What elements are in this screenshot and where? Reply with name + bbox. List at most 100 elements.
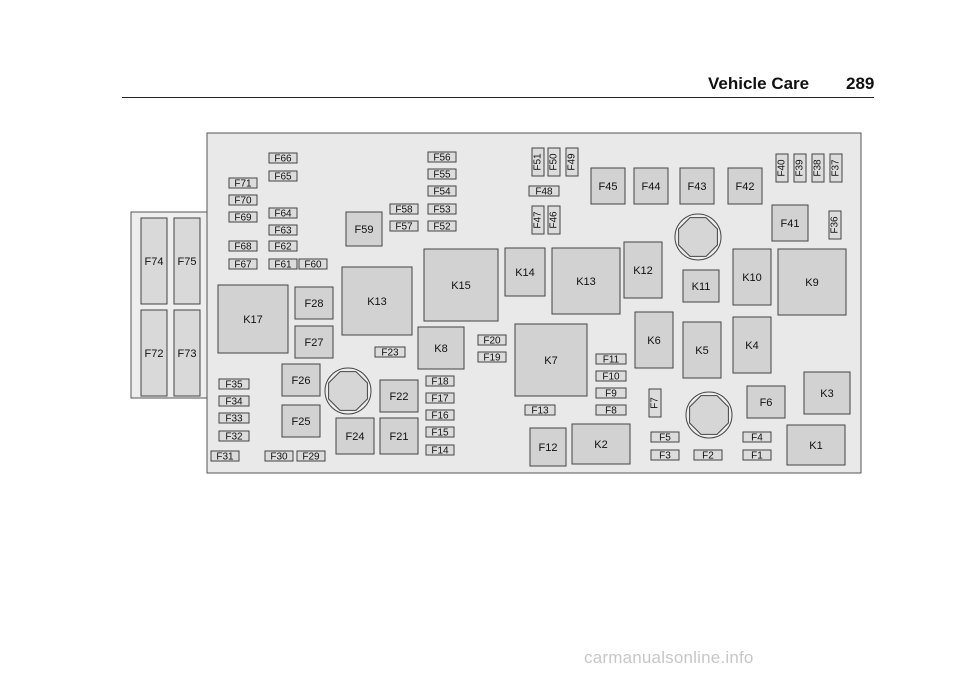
fuse-label: F14 [431,446,449,457]
fuse-f55: F55 [427,168,457,181]
footer-watermark: carmanualsonline.info [584,648,754,667]
relay-k8: K8 [417,326,465,370]
fuse-label: F43 [688,181,707,193]
relay-k13: K13 [341,266,413,336]
fuse-f36: F36 [828,210,842,240]
relay-k9: K9 [777,248,847,316]
fuse-f11: F11 [595,353,627,366]
fuse-f17: F17 [425,392,455,405]
fuse-f23: F23 [374,346,406,359]
relay-k13: K13 [551,247,621,315]
fuse-f34: F34 [218,395,250,408]
fuse-label: F12 [539,442,558,454]
fuse-f8: F8 [595,404,627,417]
relay-label: K4 [745,340,758,352]
fuse-f15: F15 [425,426,455,439]
fuse-f71: F71 [228,177,258,190]
relay-label: K15 [451,280,471,292]
fuse-label: F10 [602,372,620,383]
fuse-f27: F27 [294,325,334,359]
fuse-f29: F29 [296,450,326,463]
fuse-label: F23 [381,348,399,359]
page-header: Vehicle Care 289 [0,74,960,98]
mounting-bolt-bottom-right [685,391,733,439]
fuse-label: F74 [145,256,164,268]
relay-label: K1 [809,440,822,452]
fuse-f67: F67 [228,258,258,271]
fuse-label: F48 [535,187,553,198]
relay-label: K2 [594,439,607,451]
fuse-label: F3 [659,451,671,462]
relay-label: K13 [367,296,387,308]
fuse-f53: F53 [427,203,457,216]
mounting-bolt-top-right [674,213,722,261]
fuse-f33: F33 [218,412,250,425]
fuse-f41: F41 [771,204,809,242]
relay-label: K11 [692,281,711,293]
fuse-label: F37 [831,159,842,177]
fuse-f62: F62 [268,240,298,253]
fuse-f28: F28 [294,286,334,320]
fuse-f65: F65 [268,170,298,183]
fuse-f44: F44 [633,167,669,205]
fuse-label: F30 [270,452,288,463]
fuse-label: F61 [274,260,292,271]
fuse-label: F22 [390,391,409,403]
fuse-f38: F38 [811,153,825,183]
fuse-f5: F5 [650,431,680,444]
fuse-f63: F63 [268,224,298,237]
fuse-label: F11 [603,355,620,366]
fuse-label: F13 [531,406,549,417]
relay-k2: K2 [571,423,631,465]
fuse-f10: F10 [595,370,627,383]
fuse-f31: F31 [210,450,240,463]
fuse-label: F45 [599,181,618,193]
fuse-f35: F35 [218,378,250,391]
fuse-f32: F32 [218,430,250,443]
fuse-f30: F30 [264,450,294,463]
fuse-label: F35 [225,380,243,391]
fuse-f13: F13 [524,404,556,417]
relay-label: K17 [243,314,263,326]
fuse-label: F25 [292,416,311,428]
fuse-f54: F54 [427,185,457,198]
fuse-label: F66 [274,154,292,165]
mounting-bolt-left [324,367,372,415]
fuse-label: F2 [702,451,714,462]
fuse-f20: F20 [477,334,507,347]
relay-k1: K1 [786,424,846,466]
relay-label: K13 [576,276,596,288]
fuse-label: F40 [777,159,788,177]
relay-label: K6 [647,335,660,347]
fuse-label: F5 [659,433,671,444]
fuse-label: F75 [178,256,197,268]
page-number: 289 [846,74,875,93]
relay-label: K14 [515,267,535,279]
fuse-f14: F14 [425,444,455,457]
fuse-label: F19 [483,353,501,364]
fuse-label: F65 [274,172,292,183]
fuse-label: F15 [431,428,449,439]
fuse-f70: F70 [228,194,258,207]
relay-k4: K4 [732,316,772,374]
fuse-f6: F6 [746,385,786,419]
fuse-f66: F66 [268,152,298,165]
fuse-label: F29 [302,452,320,463]
fuse-f43: F43 [679,167,715,205]
fuse-label: F69 [234,213,252,224]
relay-k15: K15 [423,248,499,322]
fuse-label: F71 [234,179,252,190]
fuse-label: F57 [395,222,413,233]
fuse-label: F55 [433,170,451,181]
fuse-label: F36 [830,216,841,234]
fuse-f59: F59 [345,211,383,247]
fuse-label: F20 [483,336,501,347]
header-rule [122,97,874,98]
fuse-f18: F18 [425,375,455,388]
fuse-f42: F42 [727,167,763,205]
fuse-label: F34 [225,397,243,408]
fuse-f57: F57 [389,220,419,233]
fuse-f60: F60 [298,258,328,271]
fuse-label: F46 [549,211,560,229]
